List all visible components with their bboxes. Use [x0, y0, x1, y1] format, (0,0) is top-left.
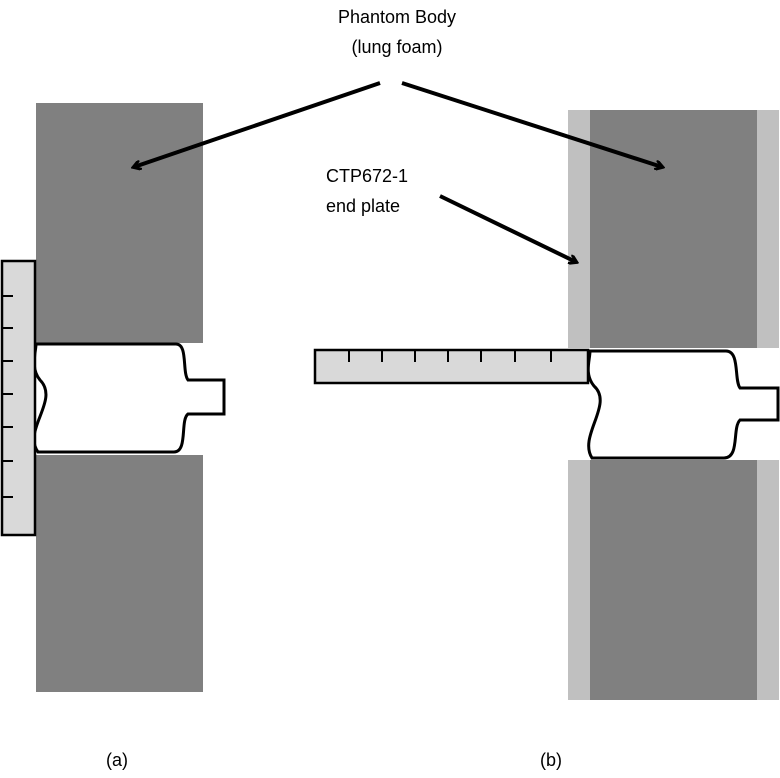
panel-a-caption: (a) [106, 750, 128, 770]
phantom-body-upper-a [36, 103, 203, 343]
arrow-phantom-to-b [401, 81, 662, 167]
end-plate-left-upper-b [568, 110, 590, 348]
ruler-a-ticks [2, 295, 13, 498]
insert-outline-a [32, 342, 226, 454]
insert-outline-b [586, 349, 780, 460]
phantom-body-sublabel: (lung foam) [351, 37, 443, 57]
arrow-phantom-to-a [134, 81, 381, 167]
phantom-body-lower-b [590, 460, 757, 700]
panel-b-caption: (b) [540, 750, 562, 770]
arrow-endplate-to-b [439, 194, 576, 262]
panel-b [313, 110, 780, 700]
panel-a [0, 103, 226, 692]
ruler-b-ticks [348, 350, 552, 362]
end-plate-left-lower-b [568, 460, 590, 700]
arrows [134, 81, 662, 262]
phantom-body-label: Phantom Body [337, 7, 457, 27]
phantom-body-lower-a [36, 455, 203, 692]
end-plate-sublabel: end plate [326, 196, 401, 216]
end-plate-right-upper-b [757, 110, 779, 348]
end-plate-label: CTP672-1 [326, 166, 409, 186]
ruler-b [313, 348, 590, 385]
phantom-body-upper-b [590, 110, 757, 348]
ruler-a [0, 259, 37, 537]
end-plate-right-lower-b [757, 460, 779, 700]
